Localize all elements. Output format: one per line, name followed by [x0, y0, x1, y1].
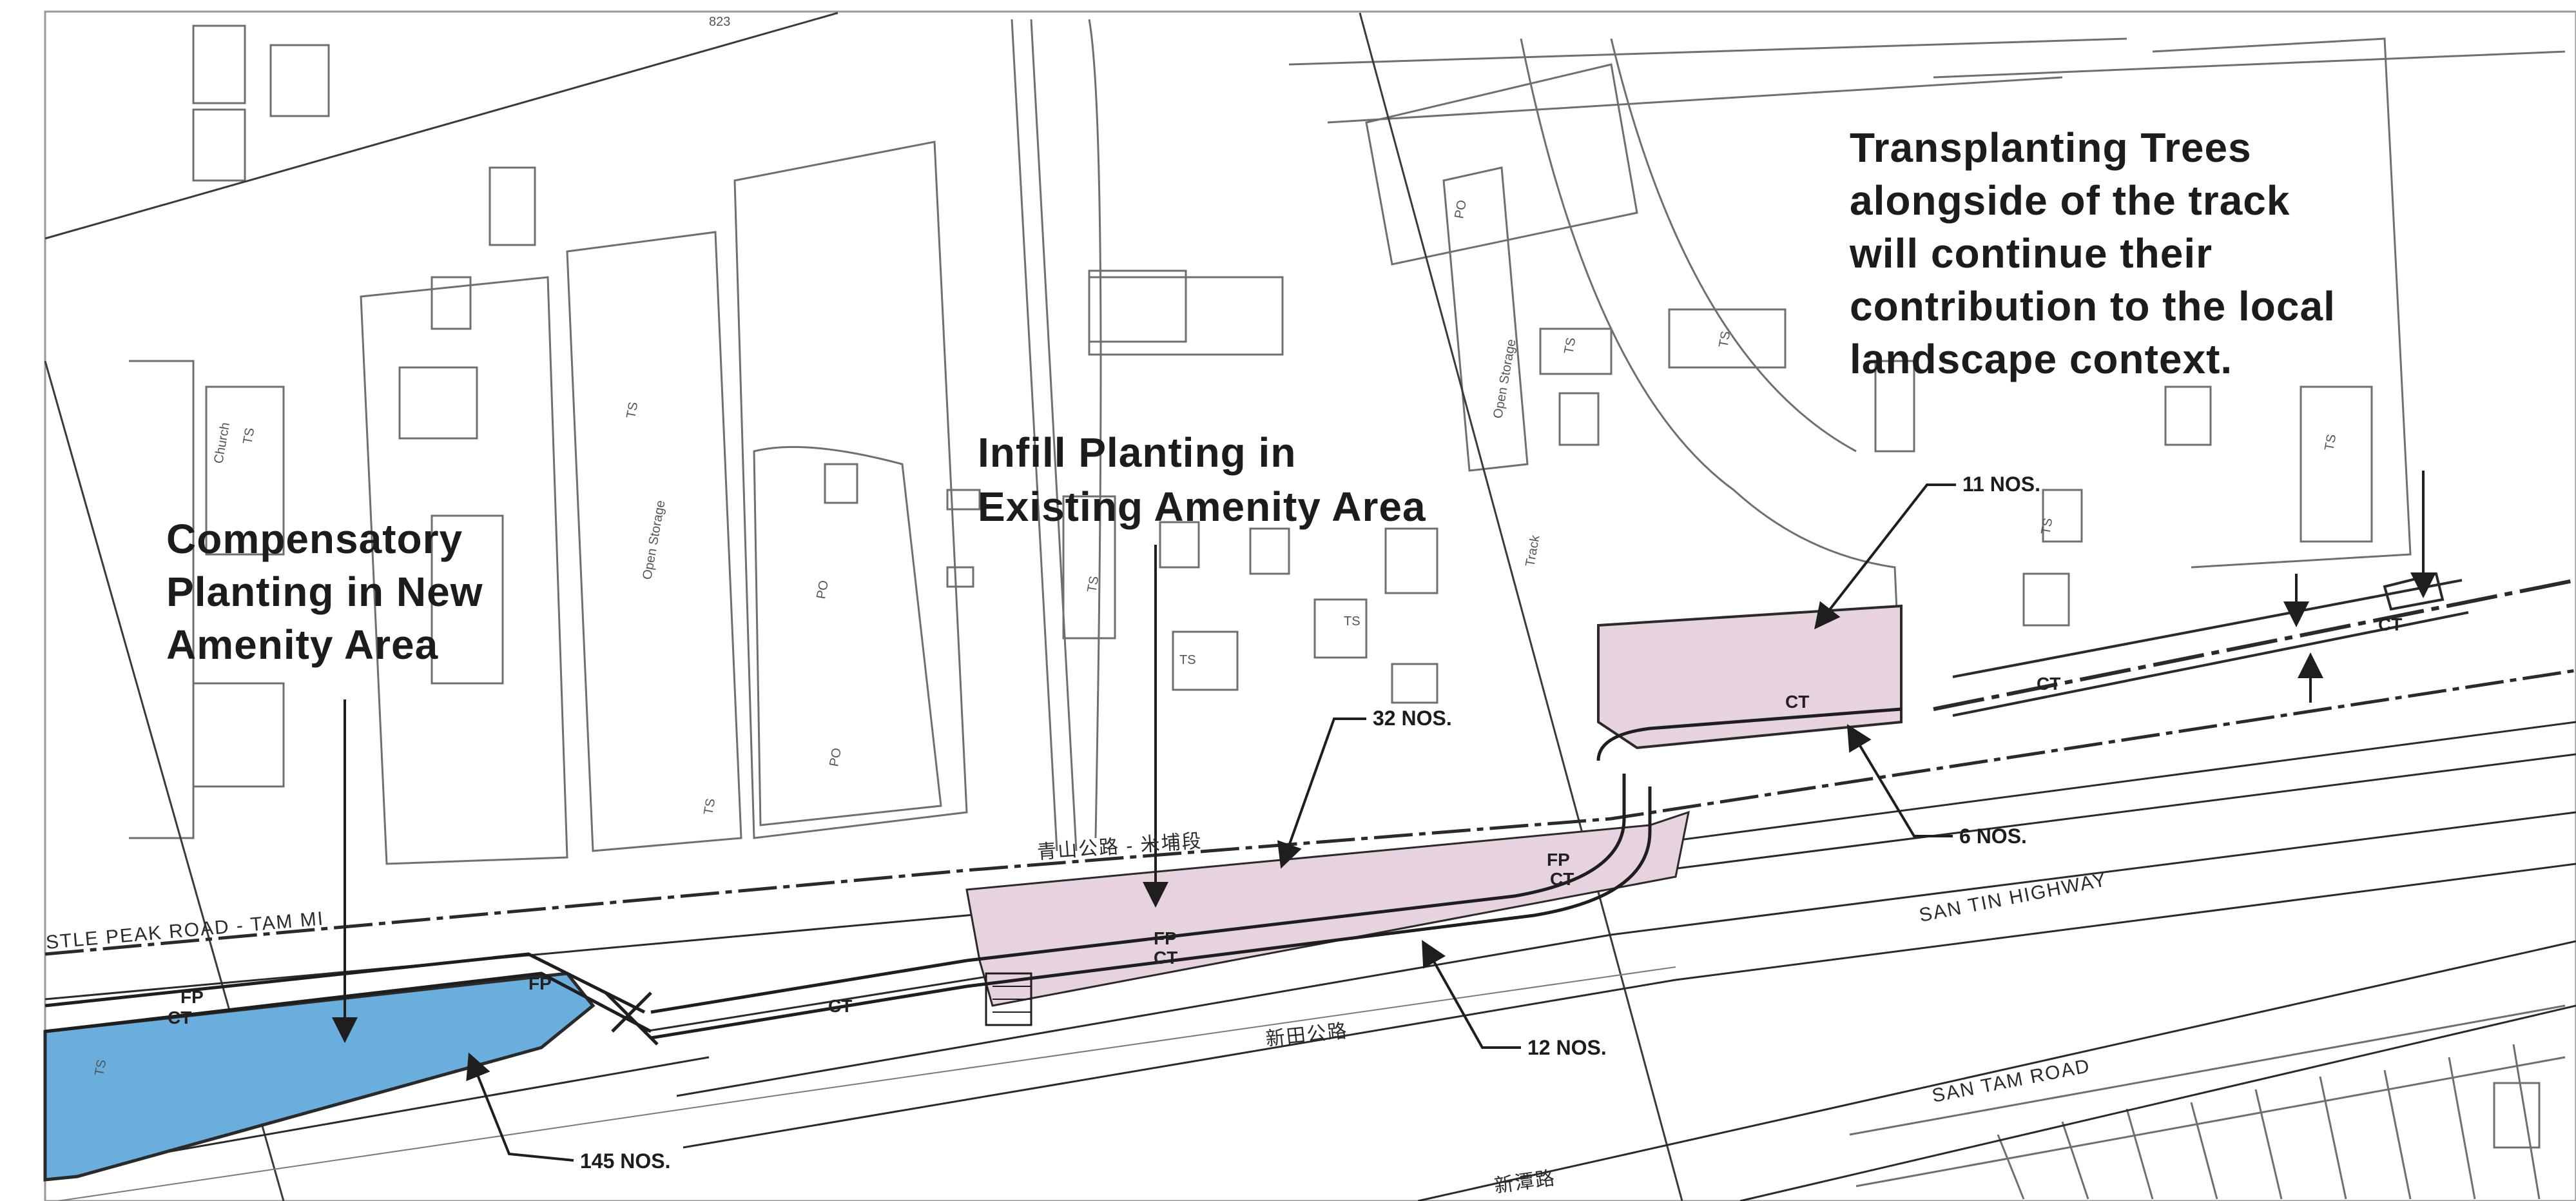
po-label-3: PO — [1452, 199, 1469, 220]
quantity-label-11: 11 NOS. — [1962, 473, 2040, 496]
track-ct-lines — [44, 707, 1902, 1046]
ts-label-7: TS — [1562, 337, 1578, 355]
ts-label-10: TS — [2322, 433, 2339, 452]
callout-infill-planting: Infill Planting in Existing Amenity Area — [978, 429, 1426, 530]
ct-label-7: CT — [2378, 614, 2402, 634]
ts-label-11: TS — [92, 1059, 109, 1077]
quantity-label-145: 145 NOS. — [580, 1149, 671, 1173]
quantity-label-6: 6 NOS. — [1959, 825, 2027, 848]
ct-label-5: CT — [1785, 692, 1809, 712]
ts-label-6: TS — [1344, 614, 1361, 629]
callout-transplanting-trees: Transplanting Trees alongside of the tra… — [1850, 124, 2336, 382]
coordinate-label-top: 823 — [709, 15, 730, 29]
po-label-1: PO — [814, 580, 831, 600]
fp-label-2: FP — [1154, 928, 1177, 948]
ts-label-1: TS — [240, 427, 257, 445]
ct-label-6: CT — [2037, 674, 2060, 694]
ct-label-2: CT — [828, 996, 852, 1016]
building-outlines — [129, 19, 2566, 1200]
ts-label-2: TS — [624, 401, 641, 420]
callout-compensatory-planting: Compensatory Planting in New Amenity Are… — [166, 516, 483, 668]
ts-label-4: TS — [1085, 575, 1101, 594]
ct-label-1: CT — [168, 1008, 191, 1028]
leader-lines — [332, 471, 2436, 1162]
fp-label-3: FP — [1547, 850, 1570, 870]
po-label-2: PO — [827, 747, 844, 768]
ct-label-4: CT — [1550, 869, 1574, 889]
ts-label-5: TS — [1179, 653, 1196, 667]
quantity-label-32: 32 NOS. — [1373, 707, 1452, 730]
ts-label-9: TS — [2039, 517, 2055, 536]
fp-label-1: FP — [528, 973, 552, 993]
quantity-label-12: 12 NOS. — [1527, 1036, 1607, 1059]
ts-label-3: TS — [701, 797, 718, 816]
fp-label-4: FP — [180, 987, 204, 1007]
ts-label-8: TS — [1716, 330, 1733, 349]
existing-amenity-area-right — [1597, 604, 1903, 750]
ct-label-3: CT — [1154, 948, 1177, 968]
